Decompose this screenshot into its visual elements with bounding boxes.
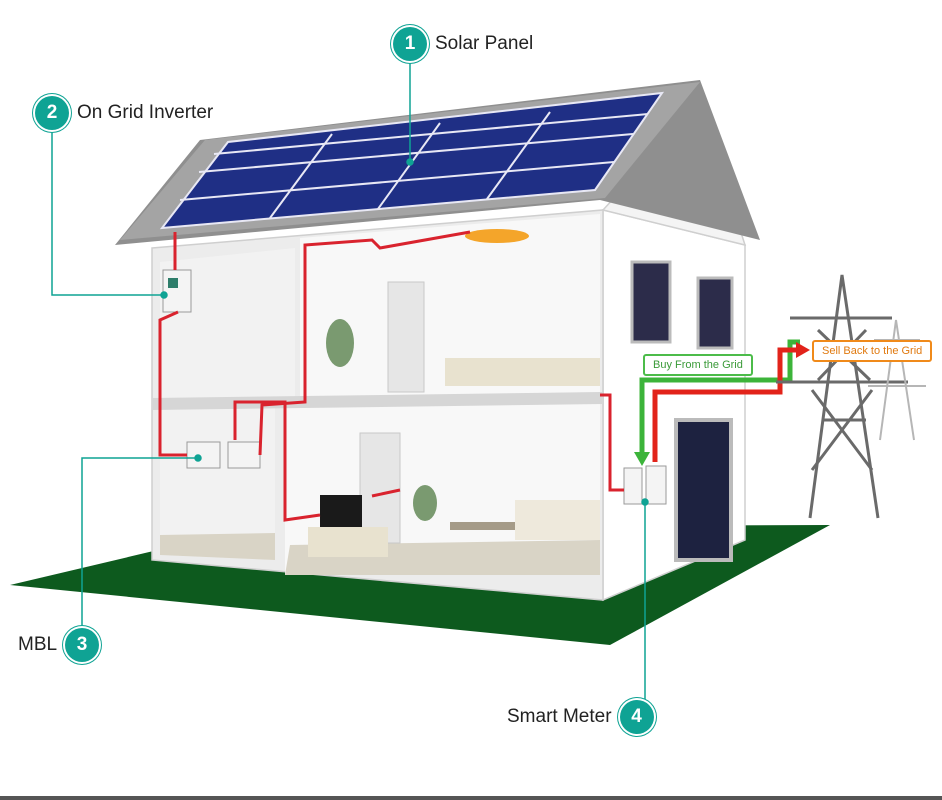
interior-left-room-upper (160, 248, 295, 402)
buy-arrow-head (634, 452, 650, 466)
transmission-tower-far (868, 319, 926, 441)
buy-from-grid-arrow (639, 339, 800, 460)
sell-back-arrow (652, 347, 798, 462)
floor-wood-left (160, 533, 275, 560)
callout-label: Solar Panel (435, 33, 534, 54)
callout-number-badge: 2 (35, 96, 69, 130)
callout-label: Smart Meter (507, 706, 612, 727)
callout-smart-meter: Smart Meter 4 (507, 700, 654, 734)
sell-back-to-grid-label: Sell Back to the Grid (812, 340, 933, 362)
interior-back-wall-upper (300, 214, 600, 398)
callout-label: On Grid Inverter (77, 102, 214, 123)
callout-mbl: MBL 3 (18, 628, 100, 662)
inverter-device (162, 269, 192, 313)
bottom-divider (0, 796, 942, 800)
callout-solar-panel: 1 Solar Panel (393, 27, 533, 61)
furniture (308, 229, 600, 557)
callout-on-grid-inverter: 2 On Grid Inverter (35, 96, 213, 130)
callout-label: MBL (18, 634, 58, 655)
buy-from-grid-label: Buy From the Grid (643, 354, 753, 376)
sell-arrow-head (796, 342, 810, 358)
transmission-tower (776, 274, 908, 519)
callout-leaders (51, 62, 649, 700)
side-windows (630, 260, 734, 562)
smart-meter-device (623, 465, 667, 505)
callout-number-badge: 4 (619, 700, 654, 734)
wiring (158, 230, 624, 522)
mbl-device (186, 441, 261, 469)
callout-number-badge: 1 (393, 27, 427, 61)
callout-number-badge: 3 (65, 628, 100, 662)
